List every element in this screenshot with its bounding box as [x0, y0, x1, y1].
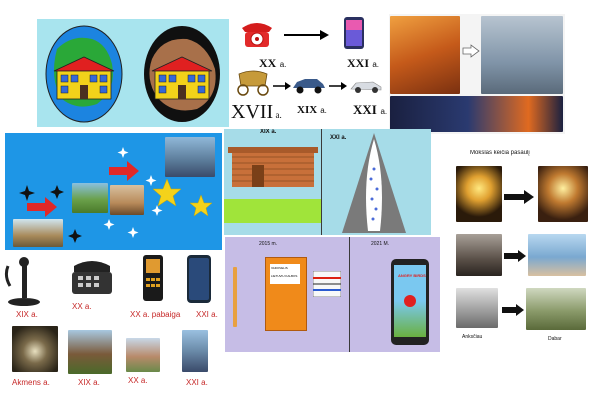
pencil-icon [233, 267, 237, 327]
building-label-2: XX a. [128, 376, 148, 385]
century-label-xvii: XVII a. [231, 101, 282, 123]
textbook: VADOVELIS LIETUVIU KALBOS [265, 257, 307, 331]
arrow-right-icon [502, 304, 524, 316]
candlestick-phone-icon [4, 257, 40, 306]
arrow-right-icon [504, 190, 534, 204]
textbook-title: VADOVELIS [271, 266, 288, 270]
smartphone-icon [344, 17, 364, 49]
smartphone-icon [187, 255, 211, 303]
textbook-subtitle: LIETUVIU KALBOS [271, 274, 298, 278]
century-label-xxi-bottom: XXI a. [353, 102, 387, 117]
buildings-panel: Akmens a. XIX a. XX a. XXI a. [0, 324, 222, 396]
vintage-car-icon [293, 79, 325, 94]
carriage-icon [237, 70, 269, 96]
farmhouse-photo [72, 183, 108, 213]
mobile-phone-icon [143, 255, 163, 301]
modern-car-icon [350, 81, 382, 93]
houses-panel: XIX a. XXI a. [224, 129, 431, 235]
shape-arrow-icon [462, 44, 480, 58]
arrow-right-icon [329, 82, 347, 90]
travel-illustration [19, 147, 213, 243]
phone-label-3: XXI a. [196, 310, 218, 319]
century-label-xx: XX a. [259, 56, 287, 70]
science-panel: Mokslas keičia pasaulį Anksčiau Dabar [440, 150, 592, 350]
science-left-caption: Anksčiau [462, 334, 483, 340]
transport-panel: XX a. XXI a. XVII a. XIX a. XXI a. [229, 12, 387, 127]
building-label-1: XIX a. [78, 378, 100, 387]
collage-panel [389, 14, 565, 134]
phone-label-0: XIX a. [16, 310, 38, 319]
skyscraper-photo [182, 330, 208, 372]
wooden-house-photo [68, 330, 112, 374]
building-label-0: Akmens a. [12, 378, 50, 387]
chandelier-photo [538, 166, 588, 222]
old-camera-photo [456, 234, 502, 276]
phone-with-game: ANGRY BIRDS [391, 259, 429, 345]
brick-house-photo [126, 338, 160, 372]
year-compare-panel: 2015 m. 2021 M. VADOVELIS LIETUVIU KALBO… [225, 237, 440, 352]
tank-photo [526, 288, 586, 330]
houses-right-label: XXI a. [330, 135, 347, 141]
building-label-3: XXI a. [186, 378, 208, 387]
century-label-xix: XIX a. [297, 104, 327, 116]
city-skyline-photo [165, 137, 215, 177]
rotary-phone-icon [242, 23, 272, 47]
church-photo [110, 185, 144, 215]
science-right-caption: Dabar [548, 336, 562, 342]
travel-panel [5, 133, 222, 250]
panel-divider [321, 129, 322, 235]
globes-illustration [45, 25, 220, 123]
cave-photo [12, 326, 58, 372]
science-title: Mokslas keičia pasaulį [470, 150, 530, 156]
phones-panel: XIX a. XX a. XX a. pabaiga XXI a. [0, 250, 222, 324]
space-photo [390, 96, 563, 132]
candle-photo [456, 166, 502, 222]
arrow-right-icon [273, 82, 291, 90]
old-weapons-photo [456, 288, 498, 328]
globes-panel [37, 19, 229, 127]
houses-illustration [224, 133, 406, 233]
game-title: ANGRY BIRDS [398, 273, 426, 278]
dinosaur-photo [390, 16, 460, 94]
century-label-xxi-top: XXI a. [347, 56, 380, 70]
year-divider [349, 237, 350, 352]
phone-label-2: XX a. pabaiga [130, 310, 181, 319]
phone-label-1: XX a. [72, 302, 92, 311]
robot-photo [481, 16, 563, 94]
desk-phone-icon [72, 261, 112, 294]
smartphone-photo [528, 234, 586, 276]
arrow-right-icon [504, 250, 526, 262]
year-left-label: 2015 m. [259, 241, 278, 247]
year-right-label: 2021 M. [371, 241, 390, 247]
abacus-icon [313, 271, 341, 297]
houses-left-label: XIX a. [260, 129, 277, 135]
arrow-right-icon [284, 30, 329, 40]
village-photo [13, 219, 63, 247]
